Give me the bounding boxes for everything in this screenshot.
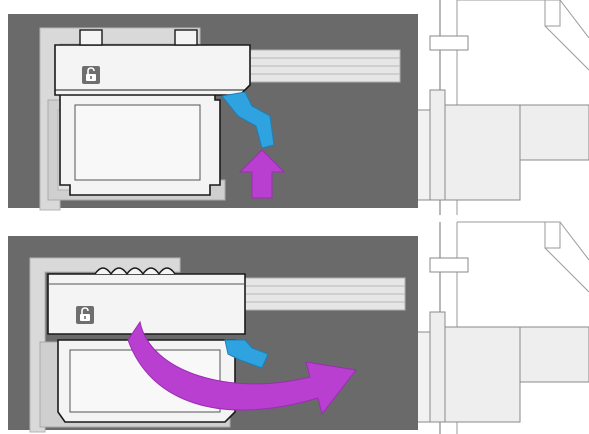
guide-rails xyxy=(245,50,400,82)
step-2-panel xyxy=(8,222,589,434)
guide-rails xyxy=(245,278,405,310)
unlock-padlock-icon xyxy=(82,66,100,84)
step-1-panel xyxy=(8,0,589,215)
unlock-padlock-icon xyxy=(76,306,94,324)
printhead-assembly xyxy=(55,30,250,195)
